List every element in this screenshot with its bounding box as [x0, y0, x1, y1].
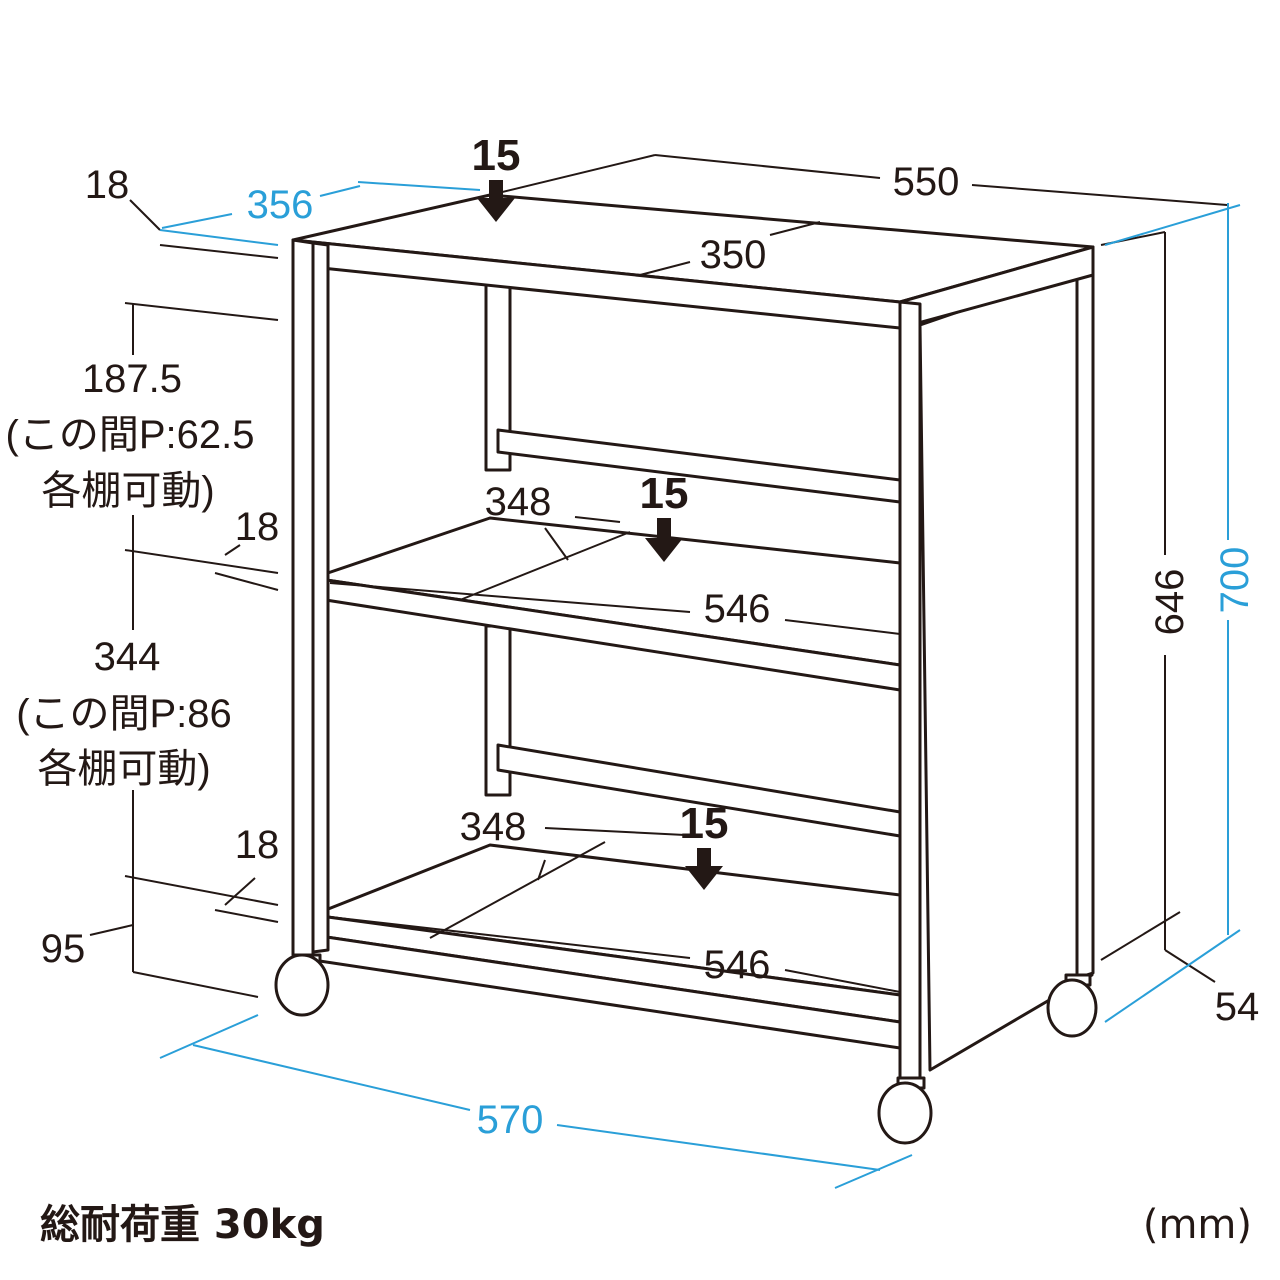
label-shelf1-thickness: 18: [235, 505, 280, 549]
label-upper-gap-note-2: 各棚可動): [41, 469, 214, 513]
front-left-post: [291, 238, 315, 957]
label-total-width: 570: [477, 1098, 544, 1142]
caster-right: [1046, 978, 1098, 1038]
cart-body: [274, 193, 1098, 1145]
load-arrows: [477, 180, 723, 890]
label-body-height: 646: [1148, 569, 1192, 636]
caster-front: [877, 1081, 933, 1145]
load-arrow-top: [477, 180, 515, 222]
label-total-height: 700: [1213, 547, 1257, 614]
label-shelf1-depth: 348: [485, 480, 552, 524]
load-marker-shelf-2: 15: [680, 799, 729, 848]
front-right-post: [898, 300, 922, 1080]
label-lower-gap-note-1: (この間P:86: [16, 692, 232, 736]
right-side-panel: [918, 268, 1094, 1072]
label-width-outer: 550: [893, 160, 960, 204]
black-dimension-lines: [89, 154, 1228, 998]
right-rear-post: [1075, 268, 1095, 980]
label-shelf2-thickness: 18: [235, 823, 280, 867]
load-arrow-shelf-2: [685, 848, 723, 890]
label-lower-gap-note-2: 各棚可動): [37, 747, 210, 791]
blue-dimension-lines: [159, 181, 1241, 1189]
front-left-post-inner: [311, 241, 330, 954]
label-upper-gap-note-1: (この間P:62.5: [6, 413, 255, 457]
label-depth-outer: 356: [247, 183, 314, 227]
label-shelf1-width: 546: [704, 587, 771, 631]
label-caster-height: 54: [1215, 985, 1260, 1029]
label-bottom-clearance: 95: [41, 927, 86, 971]
label-top-depth-inner: 350: [700, 233, 767, 277]
label-lower-gap: 344: [94, 635, 161, 679]
load-marker-shelf-1: 15: [640, 469, 689, 518]
label-shelf2-width: 546: [704, 943, 771, 987]
load-arrow-shelf-1: [645, 518, 683, 562]
upper-back-rail: [496, 428, 902, 504]
label-top-thickness: 18: [85, 163, 130, 207]
label-shelf2-depth: 348: [460, 805, 527, 849]
unit-note: (mm): [1143, 1202, 1252, 1248]
caster-left: [274, 953, 330, 1017]
load-capacity-note: 総耐荷重 30kg: [40, 1202, 325, 1248]
load-marker-top: 15: [472, 131, 521, 180]
dimension-labels: 18 356 550 350 187.5 (この間P:62.5 各棚可動) 18…: [6, 131, 1260, 1248]
label-upper-gap: 187.5: [82, 357, 182, 401]
